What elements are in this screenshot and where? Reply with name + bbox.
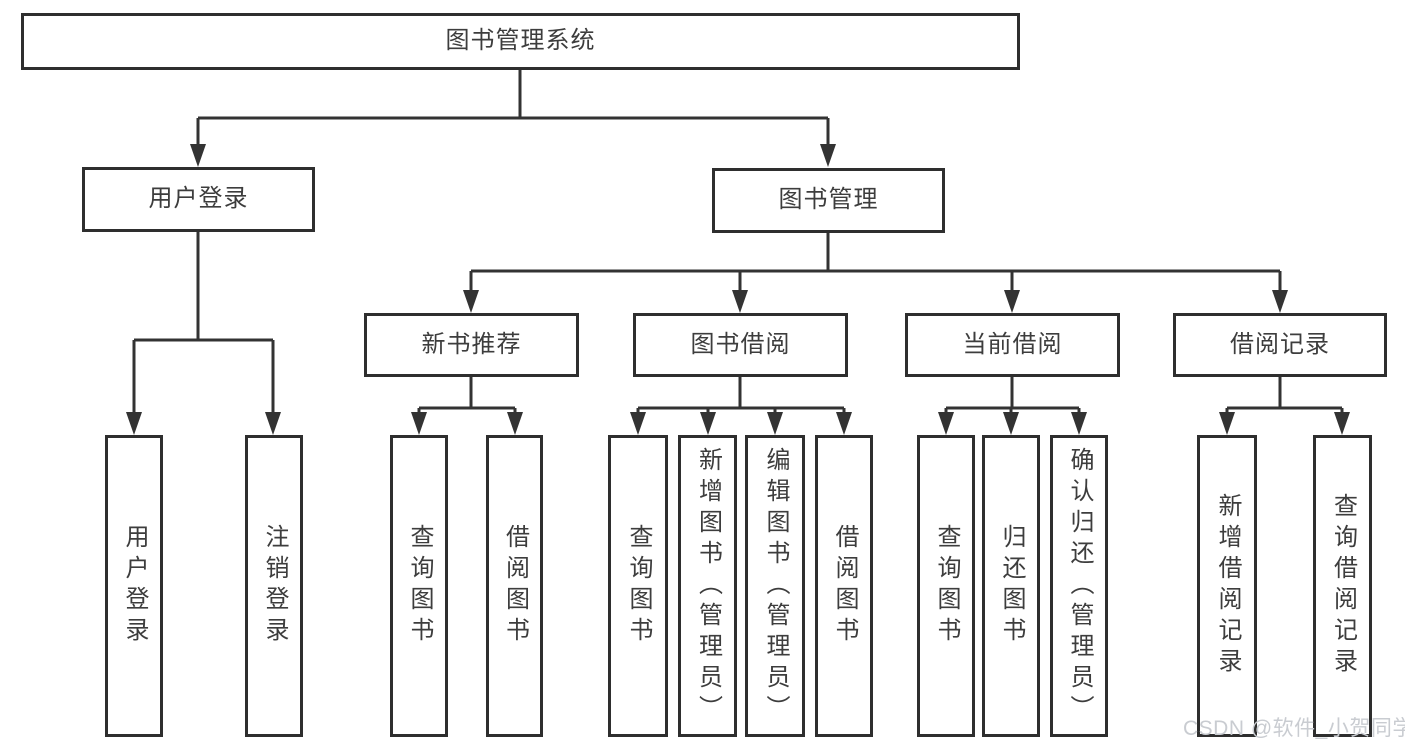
leaf-confirm-return-admin: 确认归还（管理员）: [1050, 435, 1108, 737]
root-node: 图书管理系统: [21, 13, 1020, 70]
branch-user-login-label: 用户登录: [148, 185, 249, 213]
leaf-query-books-recommend: 查询图书: [390, 435, 448, 737]
leaf-add-book-admin: 新增图书（管理员）: [678, 435, 737, 737]
branch-book-management-label: 图书管理: [778, 186, 879, 214]
leaf-user-login-label: 用户登录: [121, 524, 148, 648]
leaf-add-borrow-record: 新增借阅记录: [1197, 435, 1257, 737]
branch-current-borrow-label: 当前借阅: [962, 330, 1063, 358]
leaf-query-books-borrow: 查询图书: [608, 435, 668, 737]
leaf-borrow-books-recommend: 借阅图书: [486, 435, 543, 737]
branch-current-borrow: 当前借阅: [905, 313, 1120, 377]
branch-new-book-recommend-label: 新书推荐: [421, 330, 522, 358]
branch-borrow-records-label: 借阅记录: [1230, 330, 1330, 358]
branch-book-borrow-label: 图书借阅: [690, 330, 791, 358]
leaf-query-books-current-label: 查询图书: [933, 524, 960, 648]
branch-borrow-records: 借阅记录: [1173, 313, 1387, 377]
leaf-query-borrow-record-label: 查询借阅记录: [1329, 493, 1357, 679]
leaf-query-books-recommend-label: 查询图书: [406, 524, 433, 648]
csdn-watermark: CSDN @软件_小贺同学: [1183, 717, 1405, 740]
leaf-borrow-books-label: 借阅图书: [831, 524, 858, 648]
leaf-return-books-label: 归还图书: [998, 524, 1025, 648]
root-node-label: 图书管理系统: [445, 27, 596, 55]
leaf-edit-book-admin: 编辑图书（管理员）: [745, 435, 805, 737]
leaf-borrow-books: 借阅图书: [815, 435, 873, 737]
branch-book-management: 图书管理: [712, 168, 945, 233]
leaf-logout: 注销登录: [245, 435, 303, 737]
leaf-query-borrow-record: 查询借阅记录: [1313, 435, 1372, 737]
leaf-query-books-current: 查询图书: [917, 435, 975, 737]
leaf-confirm-return-admin-label: 确认归还（管理员）: [1066, 446, 1093, 726]
leaf-borrow-books-recommend-label: 借阅图书: [501, 524, 529, 648]
leaf-query-books-borrow-label: 查询图书: [625, 524, 652, 648]
branch-book-borrow: 图书借阅: [633, 313, 848, 377]
branch-new-book-recommend: 新书推荐: [364, 313, 579, 377]
leaf-logout-label: 注销登录: [261, 524, 288, 648]
leaf-add-book-admin-label: 新增图书（管理员）: [694, 446, 722, 726]
leaf-edit-book-admin-label: 编辑图书（管理员）: [762, 446, 789, 726]
leaf-return-books: 归还图书: [982, 435, 1040, 737]
leaf-add-borrow-record-label: 新增借阅记录: [1214, 493, 1241, 679]
leaf-user-login: 用户登录: [105, 435, 163, 737]
branch-user-login: 用户登录: [82, 167, 315, 232]
